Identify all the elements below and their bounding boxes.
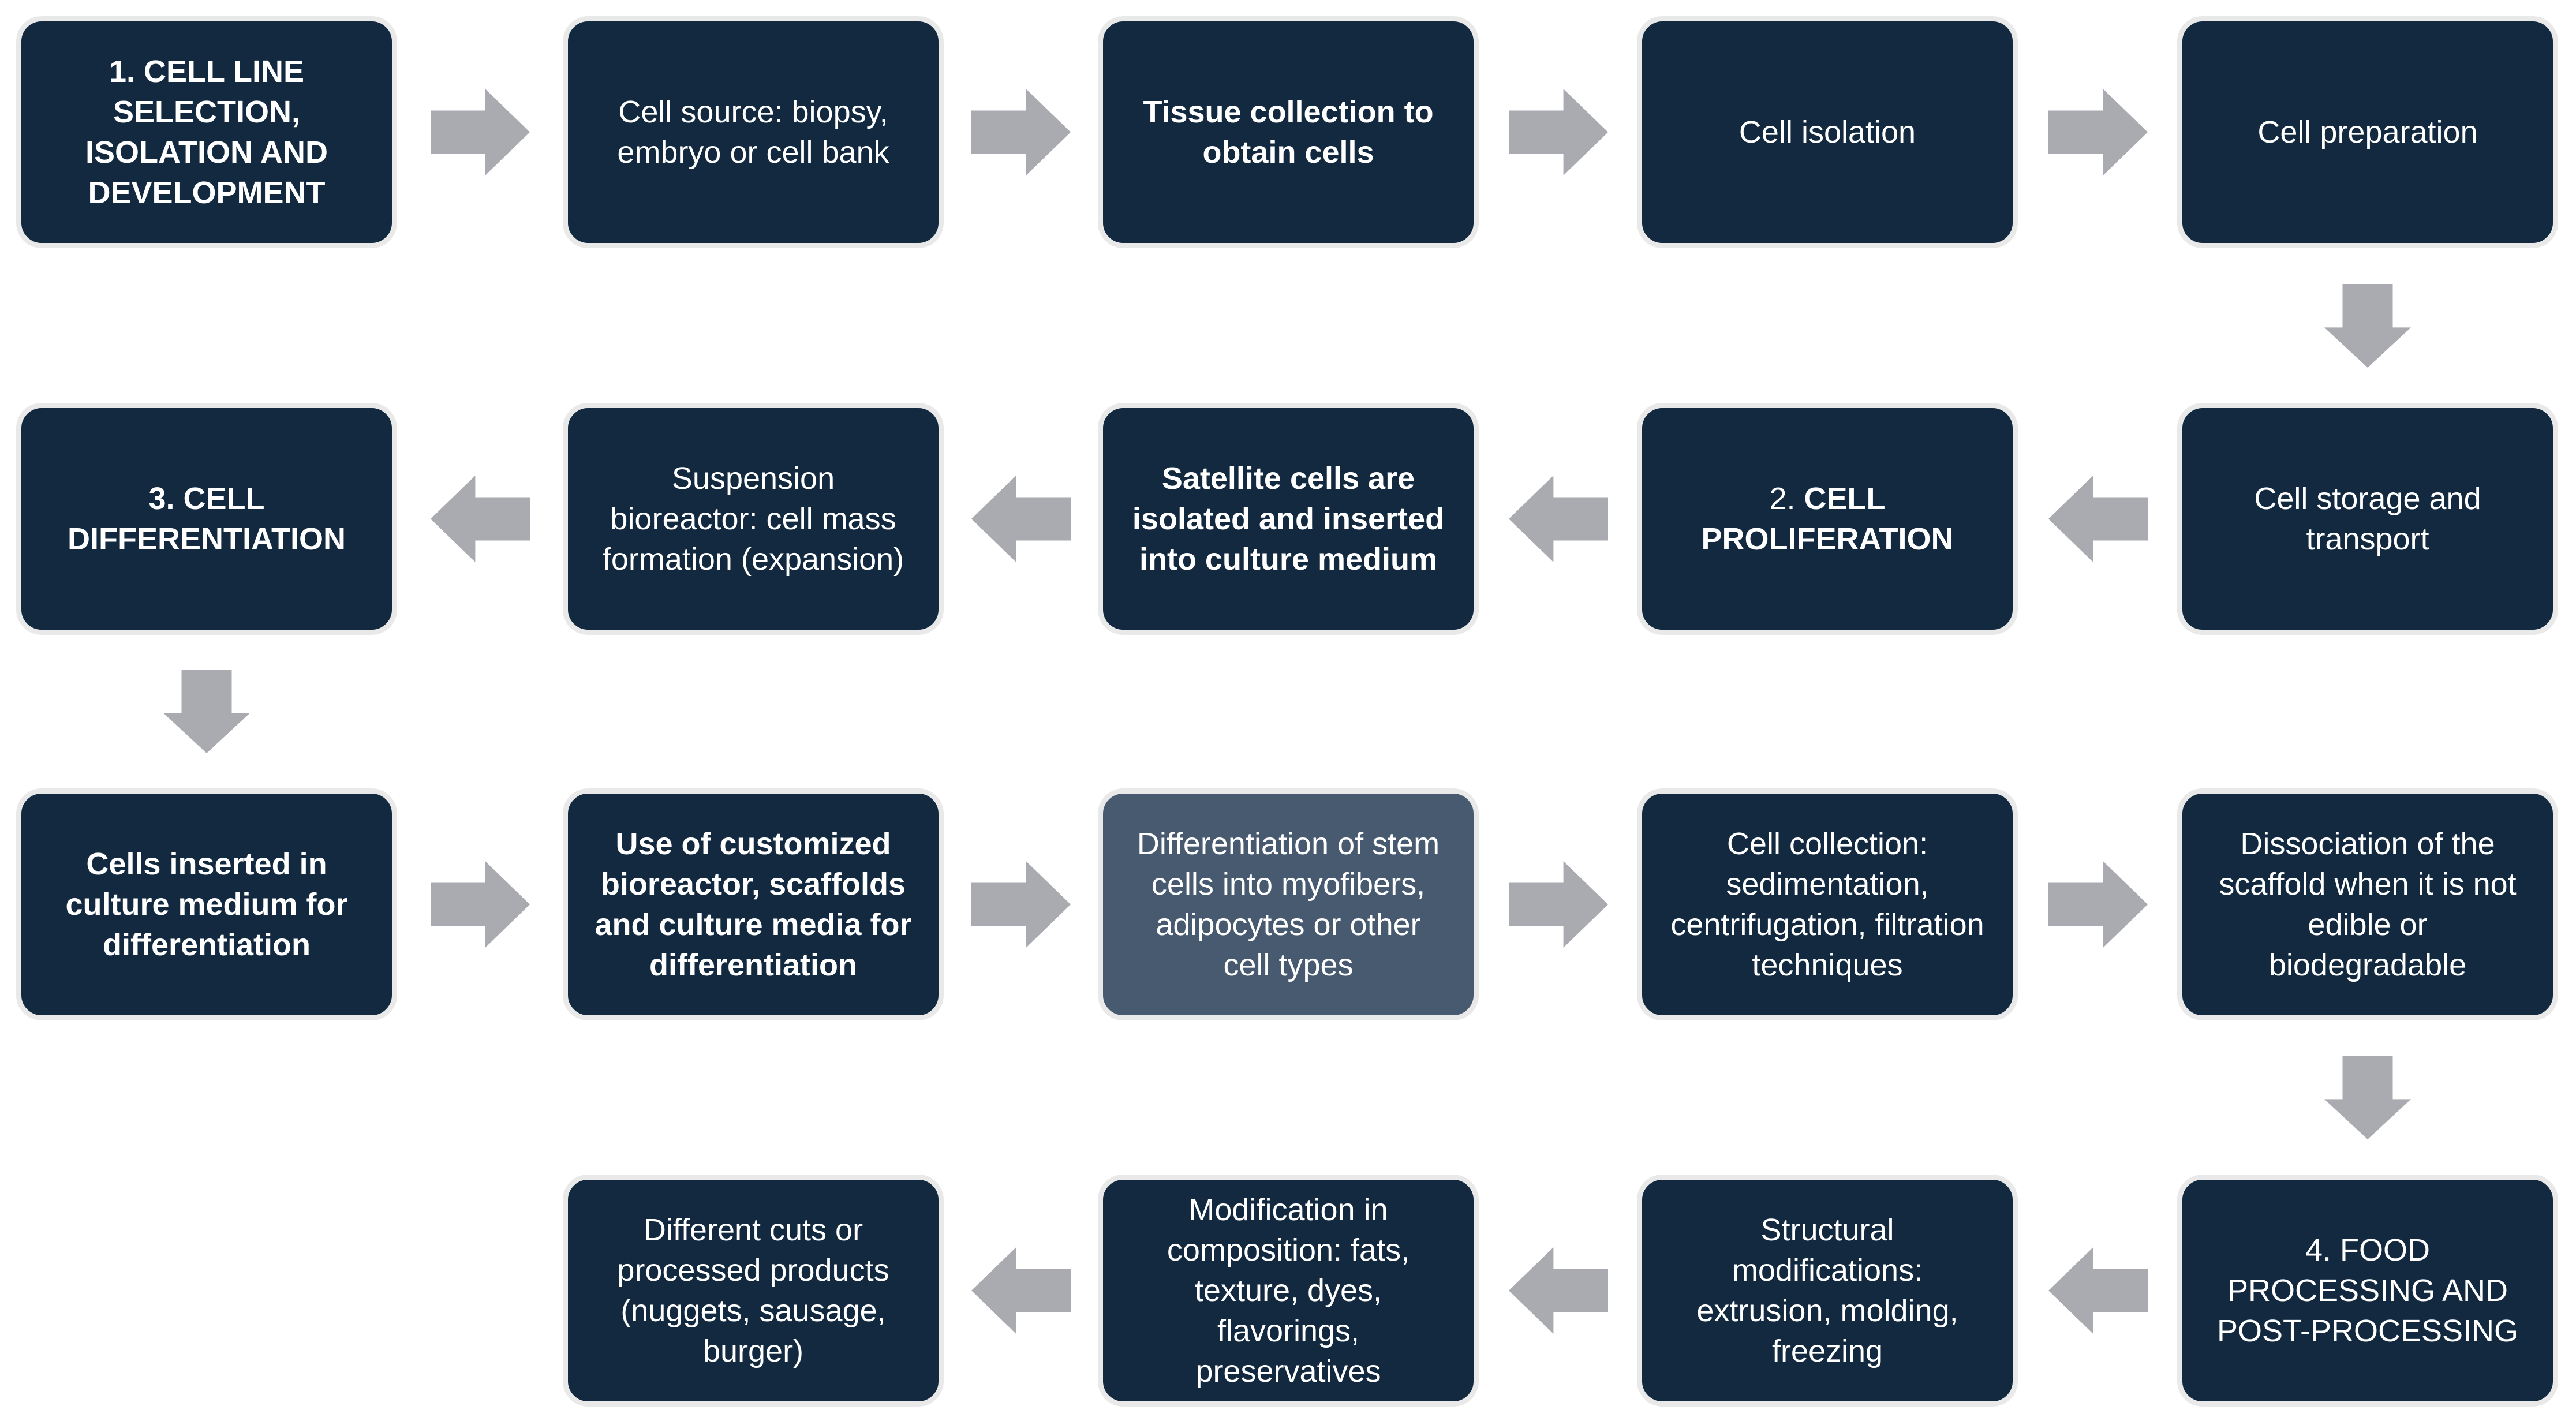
step-different-cuts: Different cuts or processed products (nu… <box>563 1175 944 1407</box>
step-label: Cell storage and transport <box>2254 481 2481 556</box>
step-label: Cell isolation <box>1738 114 1916 149</box>
step-label: Suspension bioreactor: cell mass formati… <box>602 461 904 577</box>
arrow-left-icon <box>431 476 530 562</box>
step-title: CELL PROLIFERATION <box>1701 481 1954 556</box>
step-label: Cells inserted in culture medium for dif… <box>65 846 348 963</box>
step-cell-storage-transport: Cell storage and transport <box>2177 403 2558 635</box>
step-cell-preparation: Cell preparation <box>2177 16 2558 248</box>
arrow-right-icon <box>1509 89 1608 175</box>
arrow-right-icon <box>971 861 1071 948</box>
arrow-right-icon <box>2048 861 2148 948</box>
arrow-right-icon <box>431 89 530 175</box>
step-2-cell-proliferation: 2. CELL PROLIFERATION <box>1637 403 2018 635</box>
step-cells-inserted-culture-medium: Cells inserted in culture medium for dif… <box>16 788 397 1020</box>
step-satellite-cells: Satellite cells are isolated and inserte… <box>1098 403 1479 635</box>
arrow-left-icon <box>2048 1247 2148 1334</box>
step-label: 3. CELL DIFFERENTIATION <box>68 481 346 556</box>
arrow-right-icon <box>2048 89 2148 175</box>
step-number: 2. <box>1769 481 1804 516</box>
step-composition-modification: Modification in composition: fats, textu… <box>1098 1175 1479 1407</box>
arrow-down-icon <box>2324 1056 2411 1139</box>
step-label: Cell collection: sedimentation, centrifu… <box>1670 826 1984 983</box>
step-label: Structural modifications: extrusion, mol… <box>1696 1212 1958 1369</box>
arrow-left-icon <box>971 1247 1071 1334</box>
step-label: Different cuts or processed products (nu… <box>617 1212 889 1369</box>
arrow-left-icon <box>2048 476 2148 562</box>
step-cell-collection: Cell collection: sedimentation, centrifu… <box>1637 788 2018 1020</box>
arrow-down-icon <box>163 670 250 753</box>
step-label: 4. FOOD PROCESSING AND POST-PROCESSING <box>2216 1232 2519 1349</box>
step-3-cell-differentiation: 3. CELL DIFFERENTIATION <box>16 403 397 635</box>
step-label: Differentiation of stem cells into myofi… <box>1136 826 1440 983</box>
arrow-right-icon <box>1509 861 1608 948</box>
step-label: Cell source: biopsy, embryo or cell bank <box>617 94 889 170</box>
step-label: 2. CELL PROLIFERATION <box>1669 478 1986 559</box>
arrow-down-icon <box>2324 284 2411 368</box>
step-cell-isolation: Cell isolation <box>1637 16 2018 248</box>
step-cell-source: Cell source: biopsy, embryo or cell bank <box>563 16 944 248</box>
step-structural-modifications: Structural modifications: extrusion, mol… <box>1637 1175 2018 1407</box>
step-label: Cell preparation <box>2257 114 2478 149</box>
step-label: 1. CELL LINE SELECTION, ISOLATION AND DE… <box>85 54 328 211</box>
step-label: Modification in composition: fats, textu… <box>1167 1192 1410 1389</box>
arrow-right-icon <box>431 861 530 948</box>
step-suspension-bioreactor: Suspension bioreactor: cell mass formati… <box>563 403 944 635</box>
step-differentiation-stem-cells: Differentiation of stem cells into myofi… <box>1098 788 1479 1020</box>
arrow-right-icon <box>971 89 1071 175</box>
step-1-cell-line-selection: 1. CELL LINE SELECTION, ISOLATION AND DE… <box>16 16 397 248</box>
step-4-food-processing: 4. FOOD PROCESSING AND POST-PROCESSING <box>2177 1175 2558 1407</box>
step-tissue-collection: Tissue collection to obtain cells <box>1098 16 1479 248</box>
step-customized-bioreactor: Use of customized bioreactor, scaffolds … <box>563 788 944 1020</box>
step-label: Satellite cells are isolated and inserte… <box>1132 461 1445 577</box>
step-label: Use of customized bioreactor, scaffolds … <box>595 826 912 983</box>
arrow-left-icon <box>1509 1247 1608 1334</box>
step-label: Dissociation of the scaffold when it is … <box>2219 826 2517 983</box>
step-scaffold-dissociation: Dissociation of the scaffold when it is … <box>2177 788 2558 1020</box>
step-label: Tissue collection to obtain cells <box>1143 94 1434 170</box>
arrow-left-icon <box>1509 476 1608 562</box>
arrow-left-icon <box>971 476 1071 562</box>
